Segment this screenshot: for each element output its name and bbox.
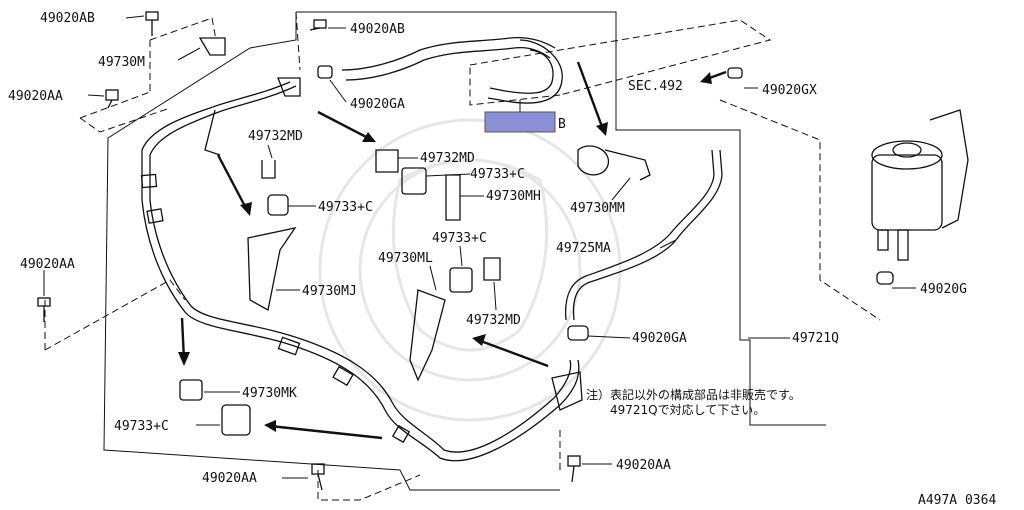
callout-49020GA-mid: 49020GA (632, 331, 687, 346)
callout-49730ML: 49730ML (378, 251, 433, 266)
callout-49730M: 49730M (98, 55, 145, 70)
callout-49020GX: 49020GX (762, 83, 817, 98)
callout-49020GA-top: 49020GA (350, 97, 405, 112)
callout-49721Q: 49721Q (792, 331, 839, 346)
callout-49733C-left: 49733+C (318, 200, 373, 215)
bolt-49020AB-2 (309, 19, 327, 31)
bolt-49020AA-2 (37, 297, 51, 322)
bolt-49020AA-4 (567, 455, 581, 483)
note-block: 注）表記以外の構成部品は非販売です。 49721Qで対応して下さい。 (586, 387, 801, 417)
callout-49730MH: 49730MH (486, 189, 541, 204)
callout-49725MA: 49725MA (556, 241, 611, 256)
bolt-49020AA-3 (311, 463, 325, 491)
note-line-1: 注）表記以外の構成部品は非販売です。 (586, 387, 801, 402)
callout-49020G: 49020G (920, 282, 967, 297)
highlight-box (484, 111, 556, 133)
callout-49730MJ: 49730MJ (302, 284, 357, 299)
callout-49732MD-left: 49732MD (248, 129, 303, 144)
reservoir-tank (871, 109, 969, 261)
callout-49732MD-center: 49732MD (466, 313, 521, 328)
callout-49732MD-mid: 49732MD (420, 151, 475, 166)
callout-49020AA-bottom: 49020AA (202, 471, 257, 486)
callout-49020AB-top-left: 49020AB (40, 11, 95, 26)
callout-SEC-492: SEC.492 (628, 79, 683, 94)
bolt-49020AB-1 (145, 11, 159, 36)
figure-code: A497A 0364 (918, 493, 996, 508)
callout-49020AA-left: 49020AA (8, 89, 63, 104)
dashed-group-lines (44, 11, 881, 501)
callout-49733C-center: 49733+C (432, 231, 487, 246)
watermark (318, 118, 622, 422)
callout-49730MM: 49730MM (570, 201, 625, 216)
upper-hoses (341, 36, 723, 321)
callout-49730MK: 49730MK (242, 386, 297, 401)
callout-49020AA-mid-left: 49020AA (20, 257, 75, 272)
assembly-outline-49721Q (103, 11, 826, 491)
bolts (37, 11, 581, 491)
callout-49020AA-bottom-right: 49020AA (616, 458, 671, 473)
direction-arrows (178, 61, 727, 440)
callout-49020AB-top: 49020AB (350, 22, 405, 37)
callout-labels: 49020AB 49020AB 49730M 49020AA 49020GA B… (8, 11, 967, 486)
callout-49733C-bottom: 49733+C (114, 419, 169, 434)
pressure-pipe (140, 81, 580, 462)
bolt-49020AA-1 (105, 89, 119, 109)
leader-lines (43, 15, 916, 479)
callout-B: B (558, 117, 566, 132)
note-line-2: 49721Qで対応して下さい。 (610, 403, 765, 417)
brackets-and-clips (179, 37, 894, 436)
callout-49733C-mid: 49733+C (470, 167, 525, 182)
